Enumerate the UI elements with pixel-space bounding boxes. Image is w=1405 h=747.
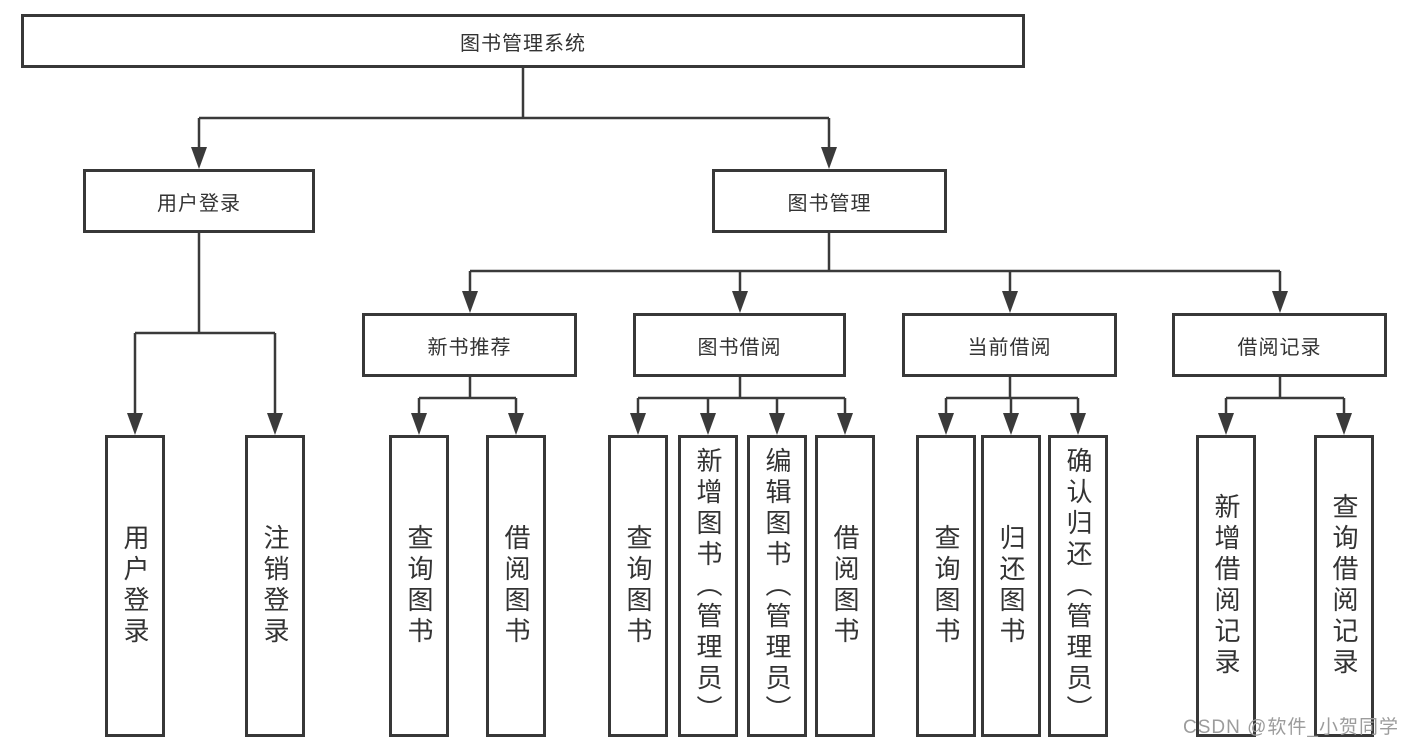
leaf-return-books: 归还图书 [981, 435, 1041, 737]
leaf-query-books-3: 查询图书 [916, 435, 976, 737]
arrow-down-icon [127, 413, 143, 435]
arrow-down-icon [1218, 413, 1234, 435]
connector-new-books-to-leaves [417, 377, 518, 416]
leaf-user-login: 用户登录 [105, 435, 165, 737]
arrowhead-group [127, 147, 1352, 435]
leaf-add-borrow-record: 新增借阅记录 [1196, 435, 1256, 737]
arrow-down-icon [821, 147, 837, 169]
arrow-down-icon [1336, 413, 1352, 435]
node-user-login: 用户登录 [83, 169, 315, 233]
arrow-down-icon [267, 413, 283, 435]
csdn-watermark: CSDN @软件_小贺同学 [1183, 717, 1399, 738]
node-book-borrowing: 图书借阅 [633, 313, 846, 377]
arrow-down-icon [1002, 291, 1018, 313]
node-book-management: 图书管理 [712, 169, 947, 233]
leaf-borrow-books-2: 借阅图书 [815, 435, 875, 737]
arrow-down-icon [837, 413, 853, 435]
arrow-down-icon [938, 413, 954, 435]
node-library-management-system: 图书管理系统 [21, 14, 1025, 68]
arrow-down-icon [508, 413, 524, 435]
arrow-down-icon [700, 413, 716, 435]
node-new-book-recommendation: 新书推荐 [362, 313, 577, 377]
leaf-query-books-1: 查询图书 [389, 435, 449, 737]
connector-user-login-to-leaves [133, 233, 277, 416]
leaf-add-books-admin: 新增图书（管理员） [678, 435, 738, 737]
arrow-down-icon [1272, 291, 1288, 313]
leaf-borrow-books-1: 借阅图书 [486, 435, 546, 737]
arrow-down-icon [1070, 413, 1086, 435]
arrow-down-icon [462, 291, 478, 313]
connector-paths [133, 68, 1346, 416]
arrow-down-icon [191, 147, 207, 169]
connector-current-to-leaves [944, 377, 1080, 416]
leaf-logout: 注销登录 [245, 435, 305, 737]
connector-root-to-level2 [197, 68, 831, 150]
arrow-down-icon [630, 413, 646, 435]
node-current-borrowing: 当前借阅 [902, 313, 1117, 377]
leaf-confirm-return-admin: 确认归还（管理员） [1048, 435, 1108, 737]
connector-book-mgmt-to-level3 [468, 233, 1282, 294]
connector-borrowing-to-leaves [636, 377, 847, 416]
leaf-query-borrow-record: 查询借阅记录 [1314, 435, 1374, 737]
leaf-edit-books-admin: 编辑图书（管理员） [747, 435, 807, 737]
connector-records-to-leaves [1224, 377, 1346, 416]
leaf-query-books-2: 查询图书 [608, 435, 668, 737]
node-borrowing-records: 借阅记录 [1172, 313, 1387, 377]
arrow-down-icon [1003, 413, 1019, 435]
arrow-down-icon [411, 413, 427, 435]
arrow-down-icon [769, 413, 785, 435]
arrow-down-icon [732, 291, 748, 313]
